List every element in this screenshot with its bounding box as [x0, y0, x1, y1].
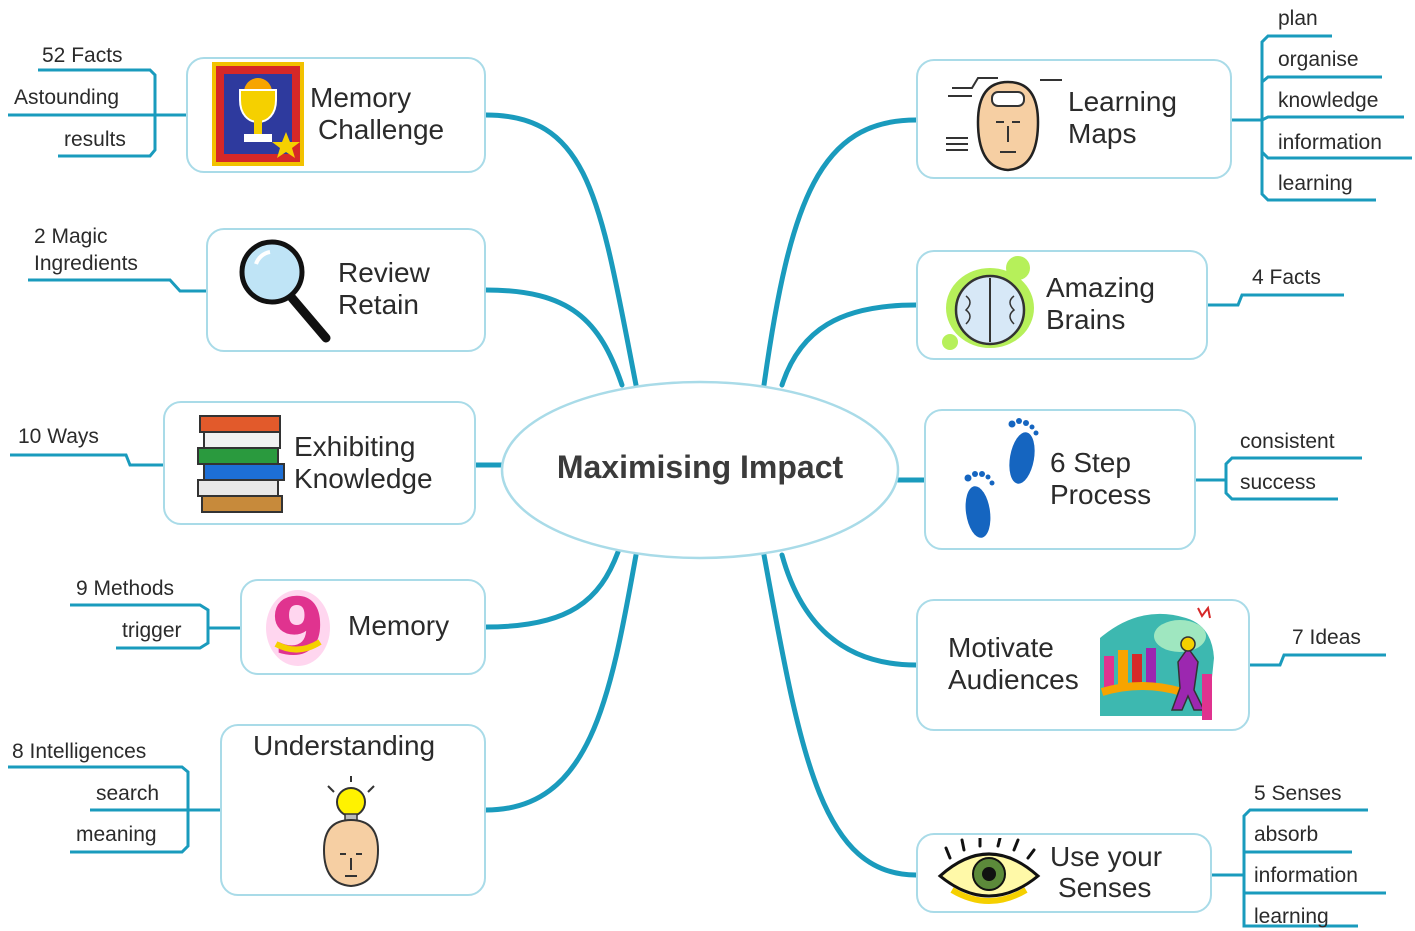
brain-icon [942, 256, 1034, 350]
six-step-title-1: 6 Step [1050, 447, 1131, 478]
label-5-senses[interactable]: 5 Senses [1254, 782, 1342, 805]
six-step-title-2: Process [1050, 479, 1152, 510]
label-absorb[interactable]: absorb [1254, 823, 1319, 846]
label-information-1[interactable]: information [1278, 131, 1382, 154]
audience-icon [1100, 605, 1214, 720]
motivate-title-1: Motivate [948, 632, 1054, 663]
understanding-title: Understanding [253, 730, 436, 761]
central-topic-ellipse [500, 380, 900, 560]
eye-icon [937, 838, 1041, 904]
connector-memory [483, 549, 621, 630]
connector-amazing-brains [779, 302, 919, 388]
lightbulb-head-icon [322, 776, 380, 888]
label-2-magic[interactable]: 2 Magic [34, 225, 108, 248]
review-retain-title-1: Review [338, 257, 430, 288]
connector-memory-challenge [483, 112, 639, 388]
connector-senses [761, 552, 919, 878]
memory-title: Memory [348, 610, 450, 641]
label-trigger[interactable]: trigger [122, 619, 182, 642]
senses-title-2: Senses [1058, 872, 1152, 903]
label-success[interactable]: success [1240, 471, 1316, 494]
branch-learning-maps[interactable] [916, 59, 1232, 179]
footprints-icon [964, 418, 1039, 538]
exhibiting-knowledge-title-2: Knowledge [294, 463, 433, 494]
nine-icon: 9 [266, 584, 330, 670]
label-10-ways[interactable]: 10 Ways [18, 425, 99, 448]
label-information-2[interactable]: information [1254, 864, 1358, 887]
label-4-facts[interactable]: 4 Facts [1252, 266, 1321, 289]
amazing-brains-title-1: Amazing [1046, 272, 1155, 303]
label-search[interactable]: search [96, 782, 160, 805]
exhibiting-knowledge-title-1: Exhibiting [294, 431, 416, 462]
thinking-head-icon [946, 77, 1062, 172]
label-meaning[interactable]: meaning [76, 823, 157, 846]
memory-challenge-title-1: Memory [310, 82, 412, 113]
memory-challenge-title-2: Challenge [318, 114, 445, 145]
label-knowledge[interactable]: knowledge [1278, 89, 1379, 112]
central-topic-title[interactable]: Maximising Impact [556, 449, 844, 485]
svg-text:9: 9 [271, 584, 325, 670]
label-learning-1[interactable]: learning [1278, 172, 1353, 195]
books-icon [197, 415, 285, 513]
amazing-brains-title-2: Brains [1046, 304, 1126, 335]
label-learning-2[interactable]: learning [1254, 905, 1329, 928]
label-results[interactable]: results [64, 128, 126, 151]
label-organise[interactable]: organise [1278, 48, 1359, 71]
magnifier-icon [239, 239, 331, 343]
label-consistent[interactable]: consistent [1240, 430, 1335, 453]
label-8-intelligences[interactable]: 8 Intelligences [12, 740, 147, 763]
label-7-ideas[interactable]: 7 Ideas [1292, 626, 1361, 649]
review-retain-title-2: Retain [338, 289, 419, 320]
motivate-title-2: Audiences [948, 664, 1079, 695]
learning-maps-title-1: Learning [1068, 86, 1177, 117]
label-plan[interactable]: plan [1278, 7, 1318, 30]
label-52-facts[interactable]: 52 Facts [42, 44, 123, 67]
label-9-methods[interactable]: 9 Methods [76, 577, 175, 600]
connector-motivate [779, 552, 919, 668]
label-ingredients[interactable]: Ingredients [34, 252, 138, 275]
senses-title-1: Use your [1050, 841, 1163, 872]
trophy-icon [212, 62, 304, 166]
connector-learning-maps [761, 117, 919, 388]
label-astounding[interactable]: Astounding [14, 86, 120, 109]
learning-maps-title-2: Maps [1068, 118, 1137, 149]
connector-review-retain [483, 287, 625, 388]
connector-understanding [483, 552, 639, 813]
